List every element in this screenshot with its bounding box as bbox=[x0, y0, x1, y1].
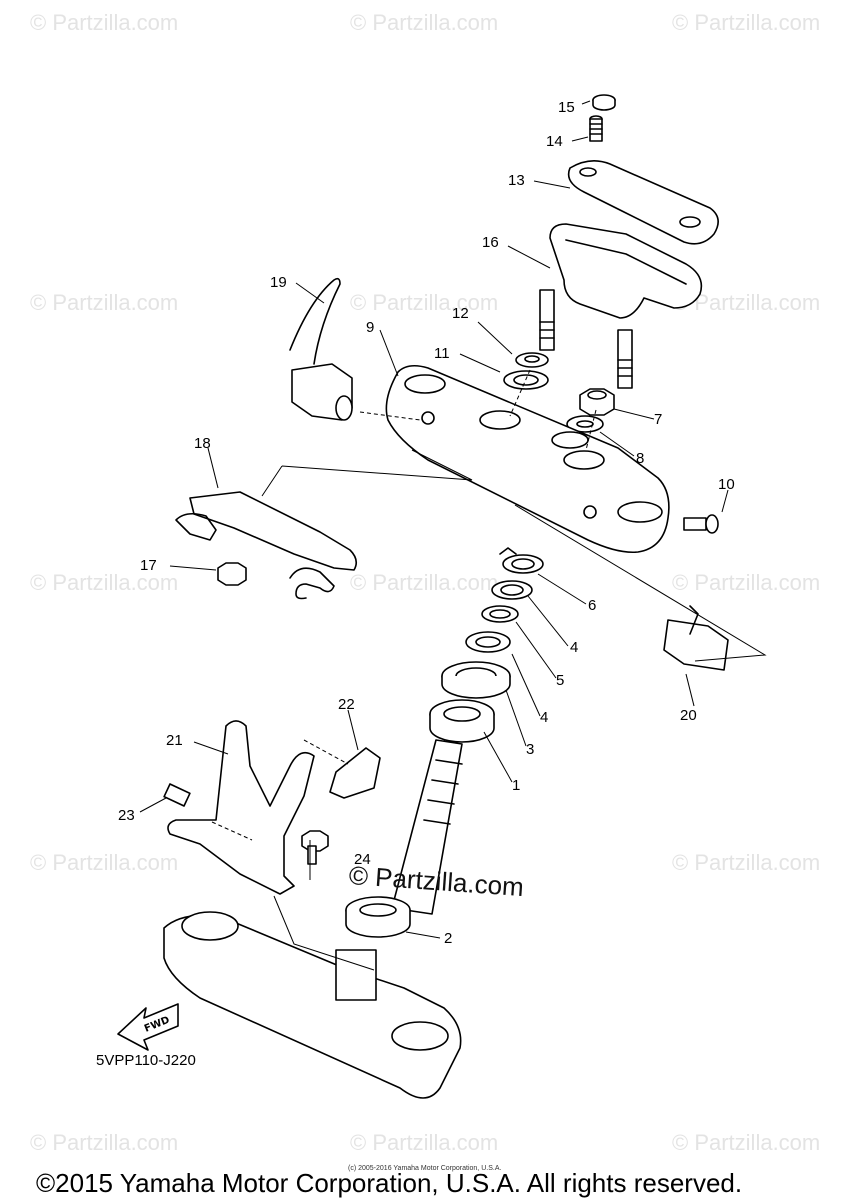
callout-17: 17 bbox=[140, 557, 157, 574]
footer-copyright: ©2015 Yamaha Motor Corporation, U.S.A. A… bbox=[36, 1168, 743, 1198]
dashed-guides bbox=[211, 369, 597, 841]
part-6-lock-washer bbox=[499, 547, 544, 574]
part-10-bolt bbox=[683, 514, 719, 534]
part-17-nut bbox=[217, 562, 247, 586]
watermark: © Partzilla.com bbox=[30, 10, 179, 35]
callout-14: 14 bbox=[546, 133, 563, 150]
callout-8: 8 bbox=[636, 450, 645, 467]
part-15-cap bbox=[592, 94, 616, 111]
callout-24: 24 bbox=[354, 851, 371, 868]
callout-13: 13 bbox=[508, 172, 525, 189]
part-4-ring-nut-upper bbox=[491, 580, 533, 600]
part-14-bolt bbox=[589, 115, 603, 142]
part-2-lower-bearing bbox=[345, 896, 411, 938]
callout-20: 20 bbox=[680, 707, 697, 724]
part-20-clip bbox=[663, 605, 729, 671]
callout-16: 16 bbox=[482, 234, 499, 251]
callout-5: 5 bbox=[556, 672, 565, 689]
watermark: © Partzilla.com bbox=[350, 290, 499, 315]
part-21-bracket bbox=[167, 720, 315, 895]
part-16-lower-holder bbox=[539, 223, 703, 389]
under-bracket bbox=[163, 911, 462, 1099]
watermark: © Partzilla.com bbox=[672, 1130, 821, 1155]
part-24-bolt bbox=[301, 830, 329, 865]
watermark: © Partzilla.com bbox=[672, 850, 821, 875]
callout-12: 12 bbox=[452, 305, 469, 322]
callout-23: 23 bbox=[118, 807, 135, 824]
part-13-upper-holder bbox=[567, 160, 719, 245]
callout-11: 11 bbox=[434, 345, 450, 362]
callout-15: 15 bbox=[558, 99, 575, 116]
part-3-bearing-race bbox=[441, 661, 511, 699]
part-12-washer bbox=[515, 352, 549, 368]
watermark: © Partzilla.com bbox=[350, 570, 499, 595]
callout-3: 3 bbox=[526, 741, 535, 758]
callout-10: 10 bbox=[718, 476, 735, 493]
small-copyright: (c) 2005-2016 Yamaha Motor Corporation, … bbox=[348, 1165, 502, 1172]
callout-4-lower: 4 bbox=[540, 709, 549, 726]
watermark: © Partzilla.com bbox=[672, 570, 821, 595]
leader-lines bbox=[139, 100, 767, 971]
callout-1: 1 bbox=[512, 777, 521, 794]
watermark: © Partzilla.com bbox=[672, 10, 821, 35]
watermark: © Partzilla.com bbox=[350, 10, 499, 35]
watermark: © Partzilla.com bbox=[30, 850, 179, 875]
callout-19: 19 bbox=[270, 274, 287, 291]
part-4-ring-nut-lower bbox=[465, 631, 511, 653]
part-5-washer bbox=[481, 605, 519, 623]
callout-21: 21 bbox=[166, 732, 183, 749]
part-7-nut bbox=[579, 388, 615, 416]
watermark: © Partzilla.com bbox=[30, 1130, 179, 1155]
callout-22: 22 bbox=[338, 696, 355, 713]
part-19-clip bbox=[289, 277, 353, 421]
diagram-code: 5VPP110-J220 bbox=[96, 1052, 196, 1069]
watermark: © Partzilla.com bbox=[30, 290, 179, 315]
part-1-bearing bbox=[429, 699, 495, 743]
callout-18: 18 bbox=[194, 435, 211, 452]
part-22-plate bbox=[329, 747, 381, 799]
callout-4-upper: 4 bbox=[570, 639, 579, 656]
watermark: © Partzilla.com bbox=[30, 570, 179, 595]
callout-9: 9 bbox=[366, 319, 375, 336]
part-9-upper-bracket bbox=[385, 364, 670, 554]
steering-stem-shaft bbox=[391, 739, 463, 915]
part-23-bolt bbox=[163, 783, 191, 807]
watermark: © Partzilla.com bbox=[350, 1130, 499, 1155]
part-18-bracket bbox=[175, 491, 358, 600]
callout-7: 7 bbox=[654, 411, 663, 428]
callout-2: 2 bbox=[444, 930, 453, 947]
fwd-arrow-icon bbox=[117, 1003, 179, 1051]
callout-6: 6 bbox=[588, 597, 597, 614]
